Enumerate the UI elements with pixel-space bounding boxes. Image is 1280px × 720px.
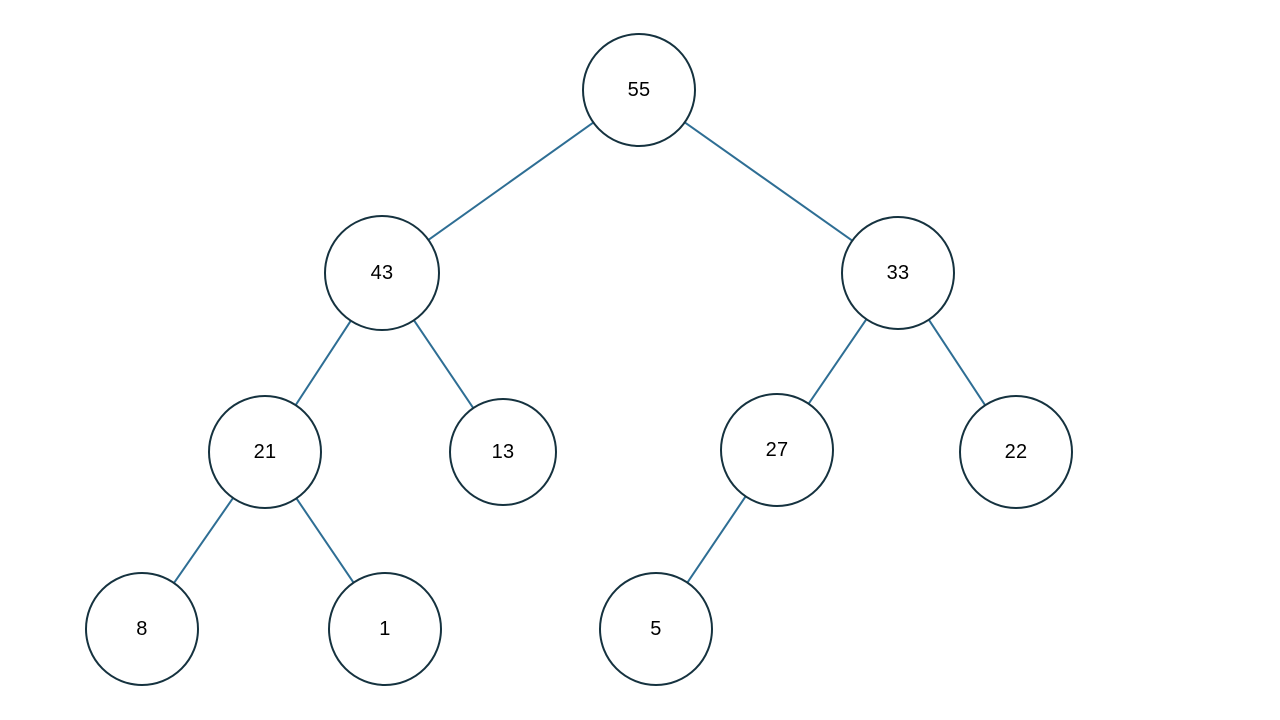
tree-edge xyxy=(295,498,355,583)
tree-node[interactable]: 13 xyxy=(449,398,557,506)
tree-node[interactable]: 1 xyxy=(328,572,442,686)
tree-node-label: 22 xyxy=(1004,441,1028,463)
tree-edge xyxy=(928,319,986,406)
tree-edge xyxy=(428,122,594,241)
tree-edge xyxy=(684,121,853,242)
tree-node-label: 8 xyxy=(136,618,148,640)
tree-node[interactable]: 22 xyxy=(959,395,1073,509)
tree-node-label: 43 xyxy=(370,262,394,284)
tree-node-label: 27 xyxy=(765,439,789,461)
tree-node[interactable]: 27 xyxy=(720,393,834,507)
tree-edge xyxy=(413,320,474,409)
tree-edge xyxy=(808,319,867,404)
tree-node-label: 33 xyxy=(886,262,910,284)
tree-edge xyxy=(295,320,352,406)
tree-edge xyxy=(686,496,747,583)
tree-node-label: 21 xyxy=(253,441,277,463)
tree-node-label: 1 xyxy=(379,618,391,640)
tree-node-label: 55 xyxy=(627,79,651,101)
tree-node[interactable]: 21 xyxy=(208,395,322,509)
tree-node[interactable]: 33 xyxy=(841,216,955,330)
tree-node-label: 13 xyxy=(491,441,515,463)
tree-node[interactable]: 55 xyxy=(582,33,696,147)
tree-node[interactable]: 5 xyxy=(599,572,713,686)
tree-node[interactable]: 8 xyxy=(85,572,199,686)
tree-node[interactable]: 43 xyxy=(324,215,440,331)
tree-node-label: 5 xyxy=(650,618,662,640)
tree-edge xyxy=(173,497,234,584)
